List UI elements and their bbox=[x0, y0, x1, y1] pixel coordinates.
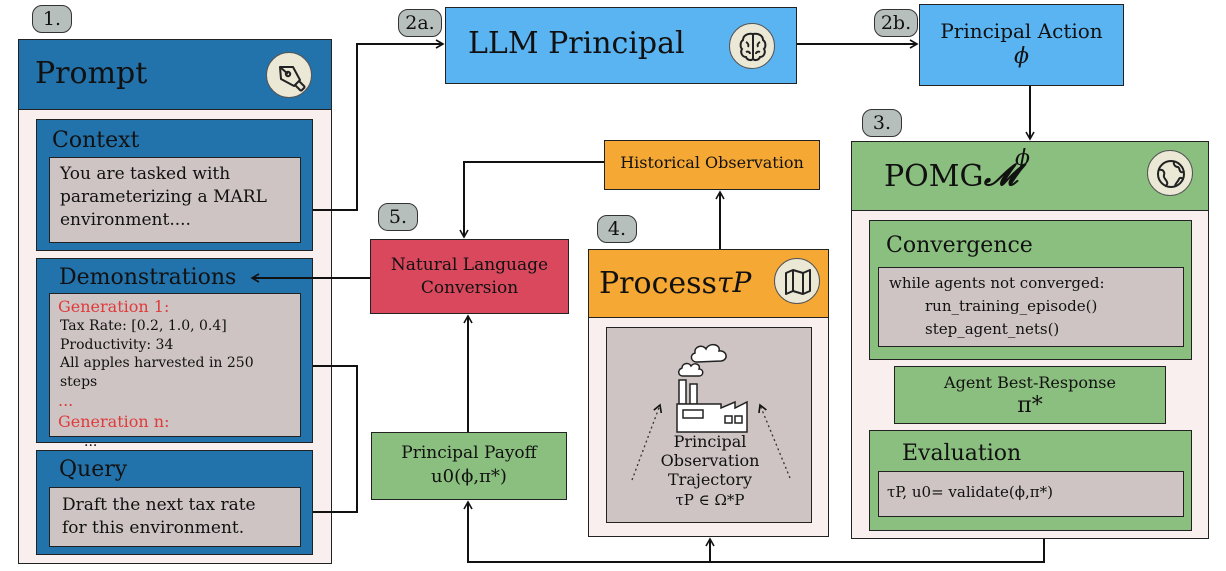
demonstrations-title: Demonstrations bbox=[59, 265, 237, 290]
trajectory-line: Observation bbox=[660, 451, 760, 470]
step-badge-5: 5. bbox=[378, 203, 418, 231]
historical-observation-box: Historical Observation bbox=[604, 140, 820, 190]
map-icon bbox=[774, 258, 820, 304]
trajectory-panel: Principal Observation Trajectory τP ∈ Ω*… bbox=[606, 327, 812, 523]
context-line: environment.... bbox=[60, 210, 191, 230]
pomg-symbol: 𝓜 bbox=[984, 158, 1018, 193]
step-badge-3: 3. bbox=[862, 109, 902, 137]
convergence-section: Convergence while agents not converged: … bbox=[869, 220, 1192, 360]
best-response-symbol: π* bbox=[1017, 393, 1043, 418]
context-line: You are tasked with bbox=[60, 164, 231, 184]
pen-nib-icon bbox=[266, 52, 312, 98]
factory-icon bbox=[663, 336, 755, 436]
principal-payoff-formula: u0(ϕ,π*) bbox=[431, 466, 507, 487]
step-badge-2b: 2b. bbox=[874, 9, 918, 37]
context-section: Context You are tasked with parameterizi… bbox=[36, 119, 313, 251]
generation-1-label: Generation 1: bbox=[58, 297, 170, 316]
convergence-title: Convergence bbox=[886, 233, 1033, 258]
generation-n-label: Generation n: bbox=[58, 412, 170, 431]
brain-icon bbox=[729, 23, 775, 69]
convergence-code: while agents not converged: run_training… bbox=[878, 267, 1184, 347]
nlc-line: Natural Language bbox=[390, 255, 549, 275]
prompt-title: Prompt bbox=[35, 56, 148, 91]
query-text: Draft the next tax rate for this environ… bbox=[49, 487, 301, 547]
process-title: Process bbox=[599, 266, 717, 301]
code-line: run_training_episode() bbox=[925, 297, 1098, 315]
demonstrations-text: Generation 1: Tax Rate: [0.2, 1.0, 0.4] … bbox=[49, 293, 301, 450]
best-response-box: Agent Best-Response π* bbox=[894, 366, 1166, 424]
principal-action-symbol: ϕ bbox=[1014, 44, 1029, 69]
evaluation-title: Evaluation bbox=[902, 441, 1022, 466]
best-response-title: Agent Best-Response bbox=[944, 373, 1116, 392]
query-title: Query bbox=[59, 457, 128, 482]
step-badge-4: 4. bbox=[597, 215, 637, 243]
principal-payoff-box: Principal Payoff u0(ϕ,π*) bbox=[371, 432, 567, 500]
principal-action-box: Principal Action ϕ bbox=[919, 4, 1124, 86]
trajectory-caption: Principal Observation Trajectory τP ∈ Ω*… bbox=[647, 432, 773, 510]
principal-payoff-title: Principal Payoff bbox=[401, 443, 537, 463]
context-title: Context bbox=[52, 128, 140, 153]
trajectory-formula: τP ∈ Ω*P bbox=[675, 491, 745, 509]
query-line: for this environment. bbox=[62, 518, 245, 538]
principal-action-title: Principal Action bbox=[940, 19, 1103, 43]
llm-principal-title: LLM Principal bbox=[468, 26, 685, 61]
trajectory-line: Principal bbox=[673, 432, 747, 451]
pomg-superscript: ϕ bbox=[1015, 146, 1030, 171]
context-line: parameterizing a MARL bbox=[60, 187, 267, 207]
nlc-line: Conversion bbox=[420, 278, 519, 298]
ellipsis-black: ... bbox=[84, 434, 98, 450]
tax-rate-line: Tax Rate: [0.2, 1.0, 0.4] bbox=[60, 318, 227, 334]
code-line: while agents not converged: bbox=[889, 274, 1105, 292]
query-section: Query Draft the next tax rate for this e… bbox=[36, 450, 313, 555]
trajectory-line: Trajectory bbox=[668, 470, 752, 489]
globe-icon bbox=[1147, 150, 1193, 196]
apples-line: All apples harvested in 250 steps bbox=[60, 355, 254, 390]
natural-language-conversion-box: Natural Language Conversion bbox=[370, 239, 569, 314]
productivity-line: Productivity: 34 bbox=[60, 336, 174, 353]
step-badge-2a: 2a. bbox=[398, 9, 442, 37]
ellipsis-red: ... bbox=[58, 391, 74, 410]
process-symbol: τP bbox=[717, 266, 752, 299]
demonstrations-section: Demonstrations Generation 1: Tax Rate: [… bbox=[36, 258, 313, 450]
evaluation-code: τP, u0= validate(ϕ,π*) bbox=[878, 471, 1184, 517]
step-badge-1: 1. bbox=[32, 5, 72, 33]
code-line: step_agent_nets() bbox=[925, 320, 1060, 338]
query-line: Draft the next tax rate bbox=[62, 495, 256, 515]
evaluation-section: Evaluation τP, u0= validate(ϕ,π*) bbox=[869, 430, 1192, 531]
pomg-title: POMG bbox=[884, 159, 984, 194]
context-text: You are tasked with parameterizing a MAR… bbox=[49, 157, 301, 243]
